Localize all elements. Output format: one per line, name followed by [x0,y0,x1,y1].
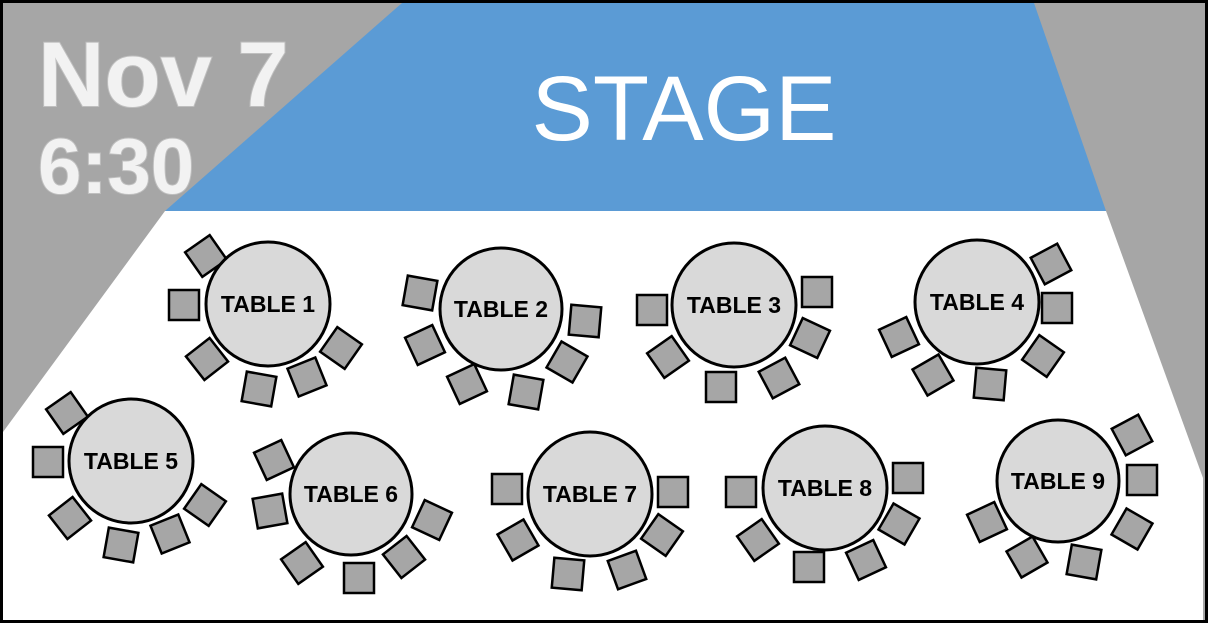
table-4: TABLE 4 [877,238,1074,402]
table-circle [204,240,332,368]
table-circle [438,246,564,372]
table-label: TABLE 1 [221,291,315,317]
table-label: TABLE 6 [304,481,398,507]
table-label: TABLE 3 [687,292,781,318]
table-1: TABLE 1 [167,233,364,408]
chair [381,534,427,580]
tables-layer: TABLE 1 TABLE 2 TABLE 3 TABLE 4 TABLE 5 TABLE… [31,233,1159,595]
chair [403,323,447,367]
table-8: TABLE 8 [724,424,925,584]
chair [792,550,826,584]
chair [1109,506,1155,552]
chair [788,316,832,360]
chair [401,274,439,312]
table-label: TABLE 7 [543,481,637,507]
chair [1020,333,1066,379]
table-label: TABLE 8 [778,475,872,501]
table-label: TABLE 5 [84,448,178,474]
chair [44,390,90,436]
chair [876,501,922,547]
chair [279,540,325,586]
chair [910,352,956,398]
chair [550,556,586,592]
event-date: Nov 7 [38,24,289,126]
chair [1040,291,1074,325]
chair [757,356,801,400]
chair [606,549,648,591]
table-7: TABLE 7 [490,430,690,592]
chair [877,315,921,359]
chair [251,492,289,530]
chair [567,303,603,339]
chair [148,512,192,556]
chair [844,538,888,582]
chair [965,500,1009,544]
chair [167,288,201,322]
chair [31,445,65,479]
chair [544,339,590,385]
table-circle [67,397,195,525]
table-2: TABLE 2 [401,246,603,411]
chair [1004,534,1050,580]
table-circle [913,238,1041,366]
chair [1125,463,1159,497]
chair [656,475,690,509]
chair [635,293,669,327]
stage-area [165,3,1106,211]
table-circle [670,241,798,369]
chair [1065,543,1103,581]
table-6: TABLE 6 [251,431,454,595]
table-circle [288,431,414,557]
table-label: TABLE 9 [1011,468,1105,494]
chair [182,482,228,528]
chair [972,366,1008,402]
chair [645,334,691,380]
chair [639,512,685,558]
chair [252,438,296,482]
chair [704,370,738,404]
table-label: TABLE 4 [930,289,1024,315]
chair [724,475,758,509]
chair [490,472,524,506]
chair [318,325,364,371]
chair [507,373,545,411]
table-circle [995,418,1121,544]
chair [445,362,489,406]
chair [800,275,834,309]
stage-label: STAGE [531,58,836,160]
chair [410,498,454,542]
chair [285,355,329,399]
chair [183,233,229,279]
table-3: TABLE 3 [635,241,834,404]
chair [891,461,925,495]
chair [102,526,140,564]
table-circle [526,430,654,558]
event-time: 6:30 [38,122,194,210]
chair [342,561,376,595]
chair [240,370,278,408]
chair [47,495,93,541]
chair [1110,413,1154,457]
chair [495,517,541,563]
table-circle [761,424,889,552]
table-9: TABLE 9 [965,413,1159,581]
table-5: TABLE 5 [31,390,228,564]
chair [184,336,230,382]
chair [735,517,781,563]
chair [1029,242,1073,286]
table-label: TABLE 2 [454,296,548,322]
